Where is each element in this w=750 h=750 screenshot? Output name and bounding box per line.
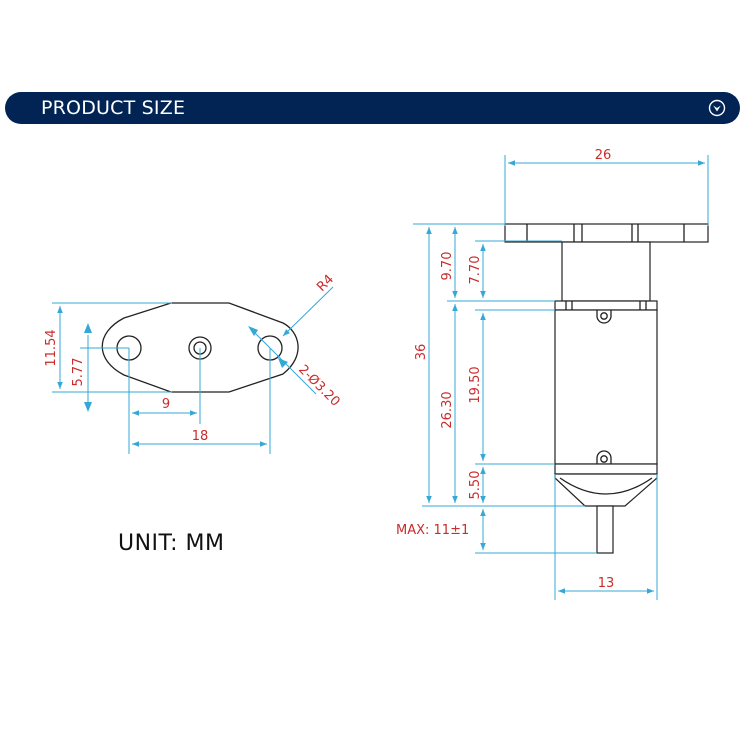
dim-body-can: 19.50 — [468, 366, 483, 403]
front-view: 11.54 5.77 9 18 R4 2-Ø3.20 — [44, 272, 343, 454]
dim-body-lower: 26.30 — [440, 391, 455, 428]
section-header-banner: PRODUCT SIZE — [5, 92, 740, 124]
top-tab — [596, 310, 612, 324]
dim-hole-diameter: 2-Ø3.20 — [295, 362, 342, 409]
dim-hole-offset: 9 — [162, 397, 170, 412]
section-title: PRODUCT SIZE — [41, 97, 186, 119]
output-shaft — [596, 505, 614, 554]
unit-label: UNIT: MM — [118, 531, 225, 556]
dim-height-total: 11.54 — [44, 329, 59, 366]
dim-hole-spacing: 18 — [192, 429, 209, 444]
dim-flange-width: 26 — [595, 148, 612, 163]
dim-radius: R4 — [314, 272, 337, 295]
gearbox-neck — [561, 241, 651, 302]
motor-can — [554, 309, 658, 465]
side-view: 26 36 9.70 7.70 26.30 19.50 5.50 MAX: 11… — [396, 148, 709, 600]
end-cap-band — [554, 463, 658, 475]
dim-end-cap: 5.50 — [468, 471, 483, 500]
flange — [504, 223, 709, 243]
coupling-ring — [554, 300, 658, 311]
dim-shaft-length: MAX: 11±1 — [396, 523, 469, 538]
bottom-tab — [596, 450, 612, 464]
dim-gearbox-neck: 7.70 — [468, 256, 483, 285]
end-cap — [554, 473, 658, 507]
dim-gearbox-height: 9.70 — [440, 252, 455, 281]
chevron-down-circle-icon[interactable] — [708, 99, 726, 117]
dim-body-width: 13 — [598, 576, 615, 591]
dim-height-half: 5.77 — [71, 358, 86, 387]
dim-total-height: 36 — [414, 344, 429, 361]
